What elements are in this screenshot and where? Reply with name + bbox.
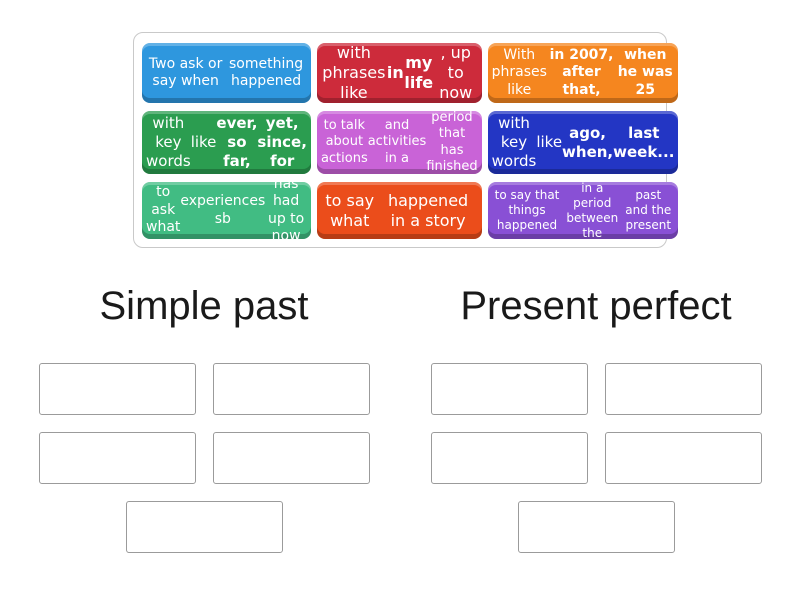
drop-slot[interactable] (517, 501, 675, 553)
tile-text-segment: ago, when, (562, 123, 614, 161)
tile-text-segment: my life (404, 53, 434, 92)
drop-slot[interactable] (212, 363, 370, 415)
tile-text-segment: period that has finished (426, 110, 478, 174)
tile-text-segment: in (386, 63, 404, 82)
tile-text-segment: happened in a story (387, 190, 469, 230)
tile-text-segment: and activities in a (367, 118, 427, 166)
tile-text-segment: with key words (146, 114, 191, 170)
tile-text-segment: past and the present (625, 188, 672, 232)
slots-simple-past (38, 363, 370, 553)
drop-slot[interactable] (38, 363, 196, 415)
tile-text-segment: to ask what (146, 184, 181, 236)
tile-text-segment: in a period between the (566, 180, 619, 240)
tile-story[interactable]: to say what happened in a story (316, 182, 482, 239)
tile-text-segment: like (536, 133, 563, 152)
slots-present-perfect (430, 363, 762, 553)
tile-text-segment: yet, since, for (257, 114, 307, 170)
group-heading-simple-past: Simple past (99, 284, 309, 328)
tile-text-segment: last week... (613, 123, 675, 161)
tile-text-segment: with phrases like (322, 43, 386, 102)
drop-slot[interactable] (430, 363, 588, 415)
tile-text-segment: With phrases like (491, 46, 547, 98)
tile-text-segment: has had up to now (267, 175, 305, 245)
tile-text-segment: ever, so far, (216, 114, 258, 170)
drop-slot[interactable] (604, 432, 762, 484)
tile-text-segment: like (190, 133, 217, 152)
tile-text-segment: to say what (325, 190, 375, 230)
group-simple-past: Simple past (38, 282, 370, 553)
group-heading-present-perfect: Present perfect (460, 284, 732, 328)
tile-text-segment: experiences sb (180, 193, 266, 227)
tile-text-segment: with key words (491, 114, 537, 170)
tile-text-segment: when he was 25 (617, 46, 673, 98)
tile-text-segment: to say that things happened (494, 188, 560, 232)
tile-text-segment: in 2007, after that, (549, 46, 614, 98)
tile-text-segment: , up to now (439, 43, 473, 102)
drop-slot[interactable] (604, 363, 762, 415)
sort-groups: Simple past Present perfect (0, 282, 800, 553)
group-present-perfect: Present perfect (430, 282, 762, 553)
tile-text-segment: something happened (229, 55, 304, 90)
tile-text-segment: to talk about actions (320, 118, 368, 166)
drop-slot[interactable] (38, 432, 196, 484)
tile-text-segment: Two ask or say when (148, 55, 223, 90)
drop-slot[interactable] (212, 432, 370, 484)
drop-slot[interactable] (430, 432, 588, 484)
drop-slot[interactable] (125, 501, 283, 553)
